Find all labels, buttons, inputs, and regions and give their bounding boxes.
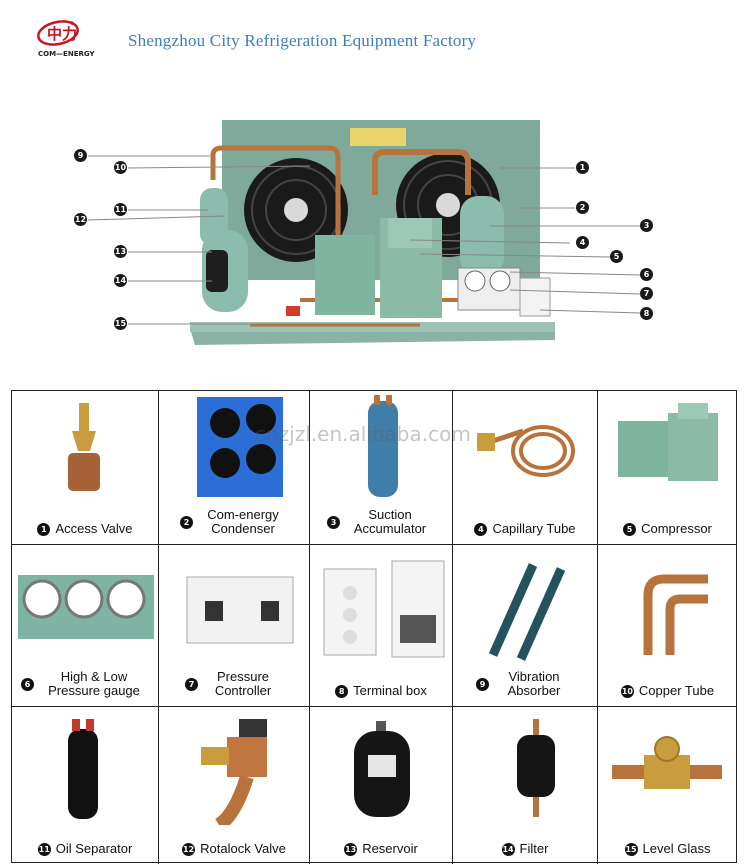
part-number-badge: 9 <box>476 677 489 691</box>
part-number-badge: 7 <box>185 677 198 691</box>
part-number-badge: 11 <box>37 842 51 856</box>
part-label: Oil Separator <box>55 841 133 856</box>
callout-number: 2 <box>576 201 589 214</box>
callout-number: 10 <box>114 161 127 174</box>
part-number-badge: 5 <box>623 522 637 536</box>
callout-number: 12 <box>74 213 87 226</box>
part-cell-oil-separator: 11 Oil Separator <box>12 707 159 864</box>
page-title: Shengzhou City Refrigeration Equipment F… <box>128 31 477 50</box>
part-number-badge: 12 <box>182 842 196 856</box>
part-label: Level Glass <box>642 841 711 856</box>
part-number-badge: 13 <box>344 842 358 856</box>
reservoir-image <box>310 715 452 823</box>
compressor-image <box>598 391 737 499</box>
pressure-controller-image <box>159 565 309 673</box>
callout-number: 14 <box>114 274 127 287</box>
part-cell-reservoir: 13 Reservoir <box>310 707 453 864</box>
callout-number: 6 <box>640 268 653 281</box>
part-cell-rotalock-valve: 12 Rotalock Valve <box>159 707 310 864</box>
part-label: Pressure Controller <box>214 669 272 698</box>
part-cell-suction-accumulator: 3 Suction Accumulator <box>310 391 453 545</box>
part-number-badge: 6 <box>21 677 34 691</box>
callout-number: 8 <box>640 307 653 320</box>
oil-separator-image <box>12 715 158 823</box>
part-label: Filter <box>519 841 549 856</box>
terminal-box-image <box>310 555 452 663</box>
condenser-image <box>159 391 309 499</box>
callout-number: 7 <box>640 287 653 300</box>
suction-accumulator-image <box>310 391 452 499</box>
part-label: Rotalock Valve <box>200 841 286 856</box>
part-label: Access Valve <box>55 521 133 536</box>
copper-tube-image <box>598 565 737 673</box>
callout-number: 4 <box>576 236 589 249</box>
callout-number: 3 <box>640 219 653 232</box>
part-cell-vibration-absorber: 9 Vibration Absorber <box>453 545 598 707</box>
part-label: Vibration Absorber <box>507 669 561 698</box>
part-cell-terminal-box: 8 Terminal box <box>310 545 453 707</box>
part-label: Com-energy Condenser <box>207 507 279 536</box>
part-label: High & Low Pressure gauge <box>48 669 140 698</box>
logo-text: COM—ENERGY <box>38 50 95 58</box>
part-label: Reservoir <box>362 841 418 856</box>
condensing-unit-illustration: 1 2 3 4 5 6 7 8 9 10 11 12 13 14 15 <box>0 100 750 360</box>
callout-number: 11 <box>114 203 127 216</box>
callout-number: 9 <box>74 149 87 162</box>
company-logo: 中力 ® COM—ENERGY <box>20 18 110 58</box>
svg-text:中力: 中力 <box>47 25 77 43</box>
part-number-badge: 4 <box>474 522 488 536</box>
part-number-badge: 14 <box>501 842 515 856</box>
level-glass-image <box>598 725 737 833</box>
part-cell-pressure-controller: 7 Pressure Controller <box>159 545 310 707</box>
callout-number: 5 <box>610 250 623 263</box>
part-label: Compressor <box>641 521 712 536</box>
part-number-badge: 1 <box>37 522 51 536</box>
part-number-badge: 8 <box>335 684 349 698</box>
part-cell-access-valve: 1 Access Valve <box>12 391 159 545</box>
part-label: Copper Tube <box>638 683 715 698</box>
part-number-badge: 10 <box>620 684 634 698</box>
part-number-badge: 3 <box>327 515 340 529</box>
rotalock-valve-image <box>159 715 309 831</box>
watermark: cnzjzl.en.alibaba.com <box>255 422 471 446</box>
access-valve-image <box>12 391 158 499</box>
part-cell-copper-tube: 10 Copper Tube <box>598 545 737 707</box>
part-number-badge: 15 <box>624 842 638 856</box>
part-cell-compressor: 5 Compressor <box>598 391 737 545</box>
parts-grid: 1 Access Valve 2 Com-energy Condenser 3 Suc… <box>11 390 737 864</box>
callout-number: 1 <box>576 161 589 174</box>
part-label: Capillary Tube <box>492 521 576 536</box>
part-label: Terminal box <box>353 683 427 698</box>
callout-number: 13 <box>114 245 127 258</box>
svg-text:®: ® <box>70 20 74 27</box>
part-cell-level-glass: 15 Level Glass <box>598 707 737 864</box>
part-cell-capillary-tube: 4 Capillary Tube <box>453 391 598 545</box>
part-cell-condenser: 2 Com-energy Condenser <box>159 391 310 545</box>
capillary-tube-image <box>453 391 597 499</box>
vibration-absorber-image <box>453 555 597 663</box>
part-label: Suction Accumulator <box>353 507 427 536</box>
part-number-badge: 2 <box>180 515 193 529</box>
part-cell-filter: 14 Filter <box>453 707 598 864</box>
callout-number: 15 <box>114 317 127 330</box>
part-cell-pressure-gauge: 6 High & Low Pressure gauge <box>12 545 159 707</box>
filter-image <box>453 715 597 823</box>
pressure-gauge-image <box>12 565 158 673</box>
